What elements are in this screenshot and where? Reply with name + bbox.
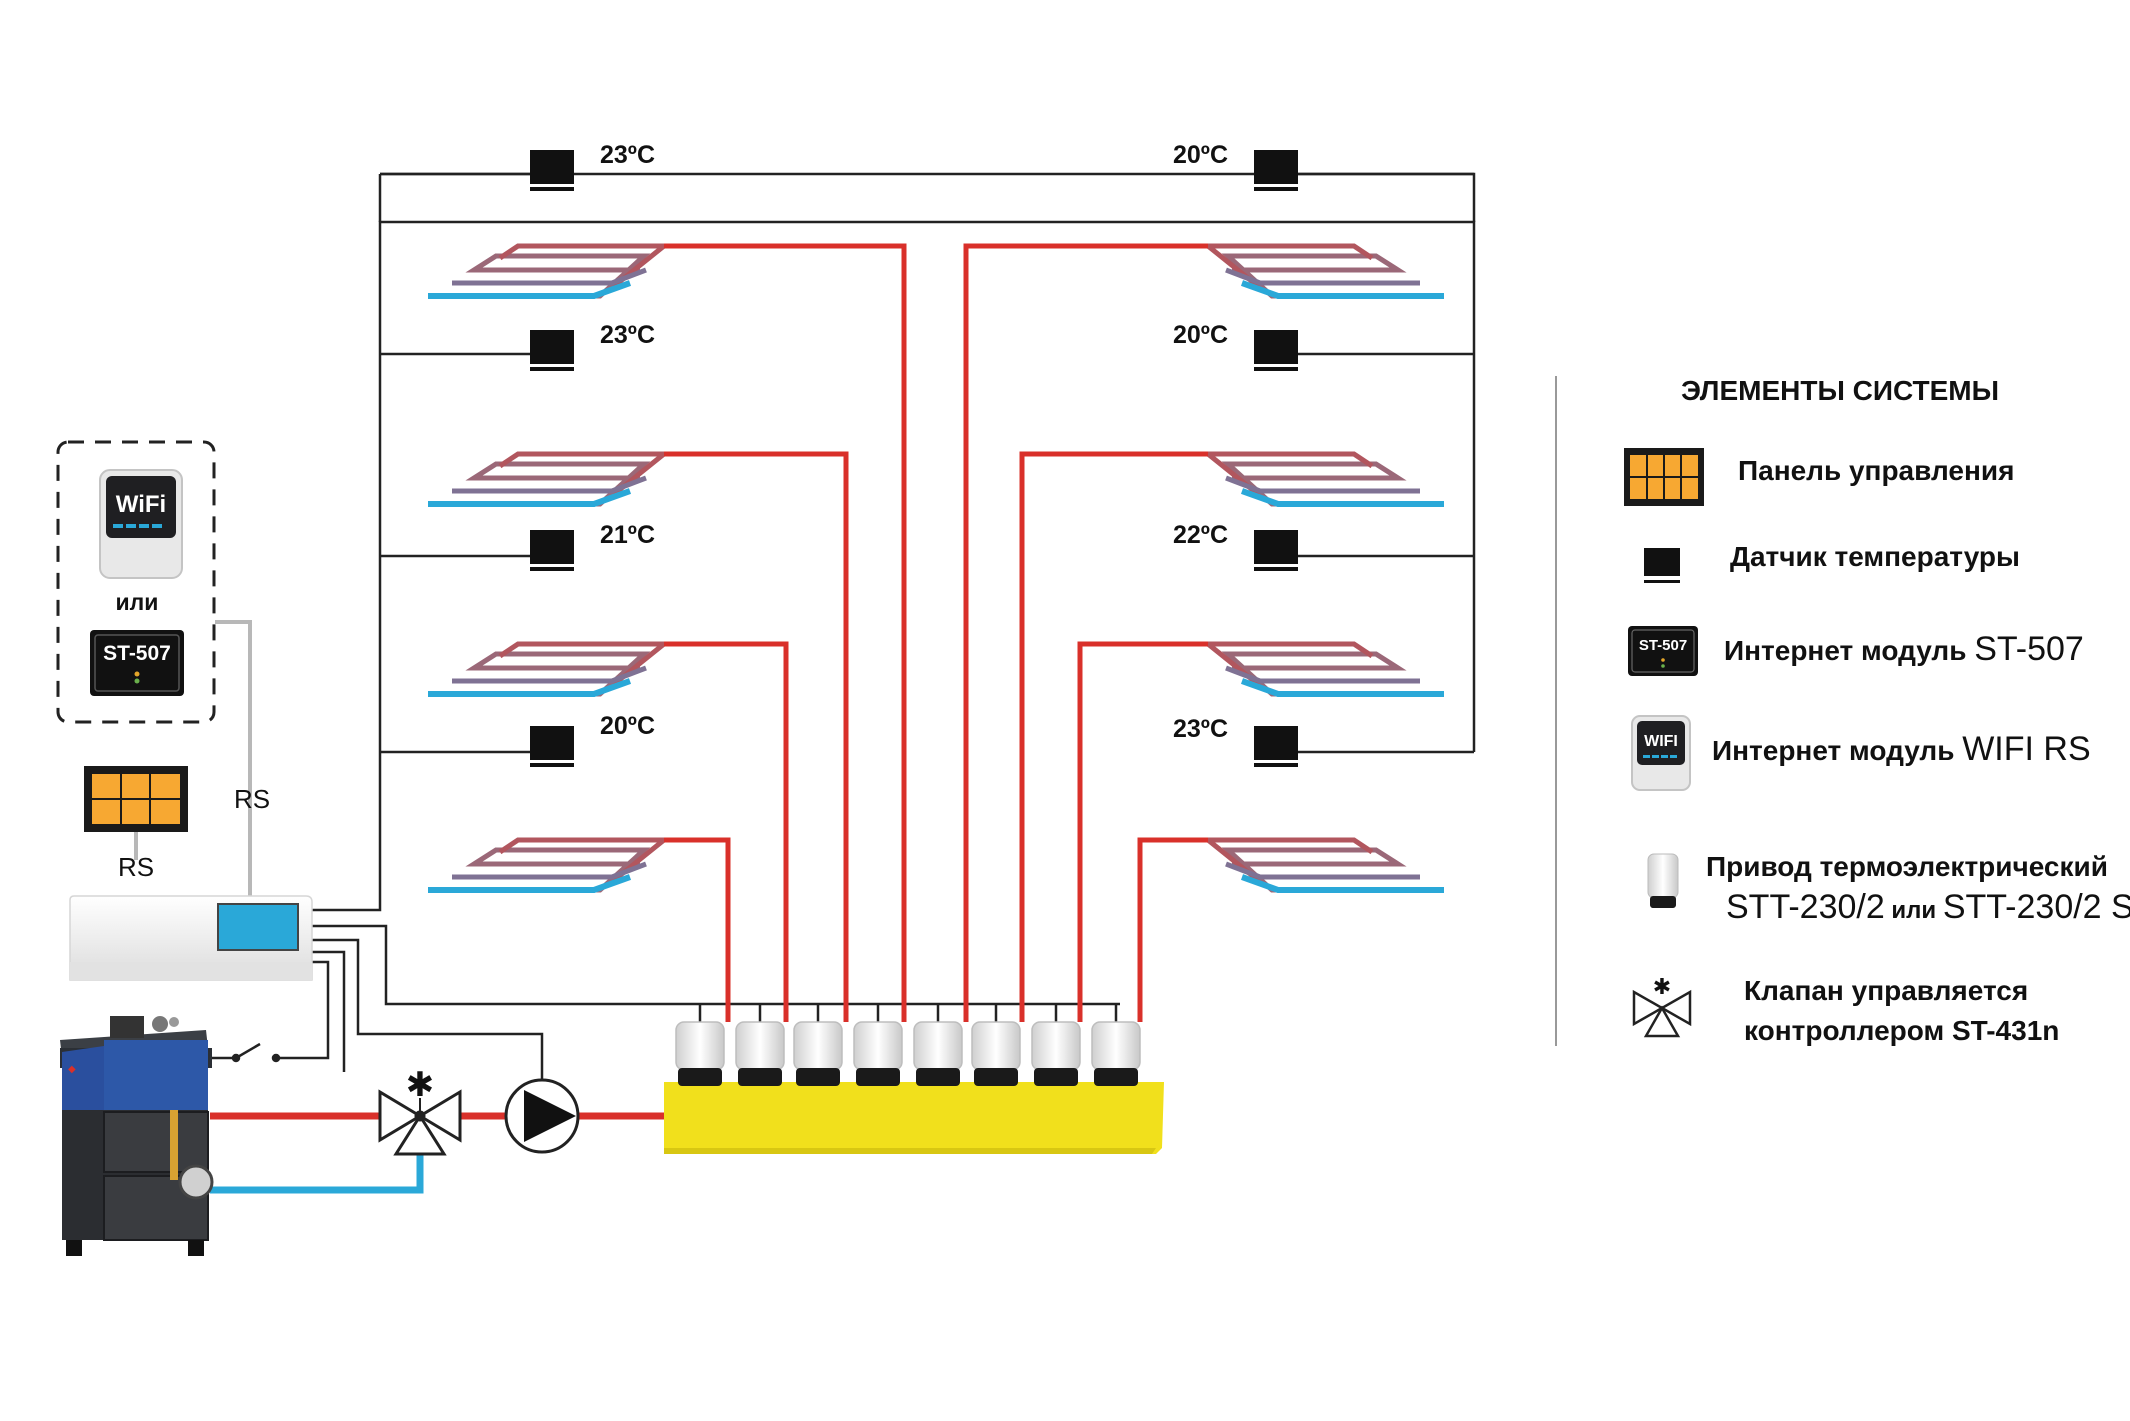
legend-st507-model: ST-507 bbox=[1974, 630, 2084, 668]
legend-actuator-icon bbox=[1647, 853, 1679, 908]
legend-valve-line2: контроллером ST-431n bbox=[1744, 1015, 2059, 1046]
wifi-module-device: WiFi bbox=[99, 469, 183, 579]
temperature-sensor-left-4 bbox=[530, 726, 574, 767]
loop-left-3 bbox=[428, 644, 664, 694]
zone-temp-right-1: 20ºC bbox=[1173, 141, 1228, 169]
temperature-sensor-left-1 bbox=[530, 150, 574, 191]
legend-wifi-label: Интернет модуль WIFI RS bbox=[1712, 730, 2091, 768]
manifold bbox=[664, 1082, 1164, 1154]
thermoelectric-actuator-5 bbox=[913, 1021, 963, 1086]
thermoelectric-actuator-3 bbox=[793, 1021, 843, 1086]
thermoelectric-actuator-2 bbox=[735, 1021, 785, 1086]
legend-actuator-model2: STT-230/2 S bbox=[1943, 888, 2130, 926]
rs-label-module: RS bbox=[234, 784, 270, 814]
loop-left-2 bbox=[428, 454, 664, 504]
zone-temp-right-4: 23ºC bbox=[1173, 715, 1228, 743]
zone-labels: 23ºC 23ºC 21ºC 20ºC 20ºC 20ºC 22ºC 23ºC bbox=[600, 141, 1228, 743]
control-wiring bbox=[210, 172, 1476, 1082]
zone-temp-left-3: 21ºC bbox=[600, 521, 655, 549]
loop-left-4 bbox=[428, 840, 664, 890]
loop-left-1 bbox=[428, 246, 664, 296]
thermoelectric-actuator-4 bbox=[853, 1021, 903, 1086]
loop-supply-pipes bbox=[664, 243, 1208, 1022]
legend-actuator-model1: STT-230/2 bbox=[1726, 888, 1885, 926]
temperature-sensor-right-4 bbox=[1254, 726, 1298, 767]
zone-temp-left-4: 20ºC bbox=[600, 712, 655, 740]
legend-valve-actuator-icon: ✱ bbox=[1653, 975, 1671, 1000]
thermoelectric-actuator-1 bbox=[675, 1021, 725, 1086]
thermoelectric-actuator-7 bbox=[1031, 1021, 1081, 1086]
legend-sensor-label: Датчик температуры bbox=[1730, 541, 2020, 572]
loop-right-3 bbox=[1208, 644, 1444, 694]
legend-actuator-or: или bbox=[1885, 897, 1943, 924]
boiler-logo-icon: ◆ bbox=[68, 1064, 76, 1075]
boiler: ◆ bbox=[60, 1016, 214, 1256]
legend: ЭЛЕМЕНТЫ СИСТЕМЫ Панель управления Датчи… bbox=[1624, 375, 2130, 1046]
zone-temp-right-2: 20ºC bbox=[1173, 321, 1228, 349]
actuator-row bbox=[675, 1021, 1141, 1086]
legend-wifi-icon: WIFI bbox=[1631, 715, 1691, 791]
main-controller bbox=[69, 895, 313, 981]
temperature-sensor-right-1 bbox=[1254, 150, 1298, 191]
boiler-pipes bbox=[210, 1112, 664, 1194]
three-way-valve: ✱ bbox=[378, 1065, 462, 1156]
legend-st507-label: Интернет модуль ST-507 bbox=[1724, 630, 2084, 668]
legend-st507-icon: ST-507 bbox=[1628, 626, 1698, 676]
zone-temp-left-2: 23ºC bbox=[600, 321, 655, 349]
st507-module-device: ST-507 bbox=[90, 630, 184, 696]
zone-temp-left-1: 23ºC bbox=[600, 141, 655, 169]
thermoelectric-actuator-6 bbox=[971, 1021, 1021, 1086]
sensor-group bbox=[530, 150, 1298, 767]
legend-panel-icon bbox=[1624, 448, 1704, 506]
legend-wifi-icon-text: WIFI bbox=[1644, 733, 1678, 750]
loop-right-4 bbox=[1208, 840, 1444, 890]
temperature-sensor-left-3 bbox=[530, 530, 574, 571]
st507-module-text: ST-507 bbox=[103, 642, 171, 665]
zone-temp-right-3: 22ºC bbox=[1173, 521, 1228, 549]
legend-st507-icon-text: ST-507 bbox=[1639, 637, 1687, 654]
rs-wire bbox=[215, 620, 252, 905]
circulation-pump bbox=[504, 1078, 580, 1154]
legend-title: ЭЛЕМЕНТЫ СИСТЕМЫ bbox=[1681, 375, 1999, 406]
legend-valve-line1: Клапан управляется bbox=[1744, 975, 2028, 1006]
internet-module-group: WiFi или ST-507 bbox=[56, 440, 216, 724]
temperature-sensor-right-2 bbox=[1254, 330, 1298, 371]
valve-actuator-icon: ✱ bbox=[406, 1065, 435, 1105]
rs-label-panel: RS bbox=[118, 852, 154, 882]
legend-valve-icon: ✱ bbox=[1632, 975, 1692, 1038]
loop-right-2 bbox=[1208, 454, 1444, 504]
legend-actuator-line1: Привод термоэлектрический bbox=[1706, 851, 2108, 882]
thermoelectric-actuator-8 bbox=[1091, 1021, 1141, 1086]
wifi-module-text: WiFi bbox=[116, 491, 166, 518]
loop-right-1 bbox=[1208, 246, 1444, 296]
legend-sensor-icon bbox=[1644, 548, 1680, 583]
controller-display bbox=[217, 903, 299, 951]
or-label: или bbox=[116, 589, 159, 615]
control-panel-device bbox=[84, 766, 188, 832]
temperature-sensor-right-3 bbox=[1254, 530, 1298, 571]
temperature-sensor-left-2 bbox=[530, 330, 574, 371]
legend-actuator-line2: STT-230/2 или STT-230/2 S bbox=[1726, 888, 2130, 926]
legend-panel-label: Панель управления bbox=[1738, 455, 2014, 486]
legend-wifi-model: WIFI RS bbox=[1962, 730, 2090, 768]
